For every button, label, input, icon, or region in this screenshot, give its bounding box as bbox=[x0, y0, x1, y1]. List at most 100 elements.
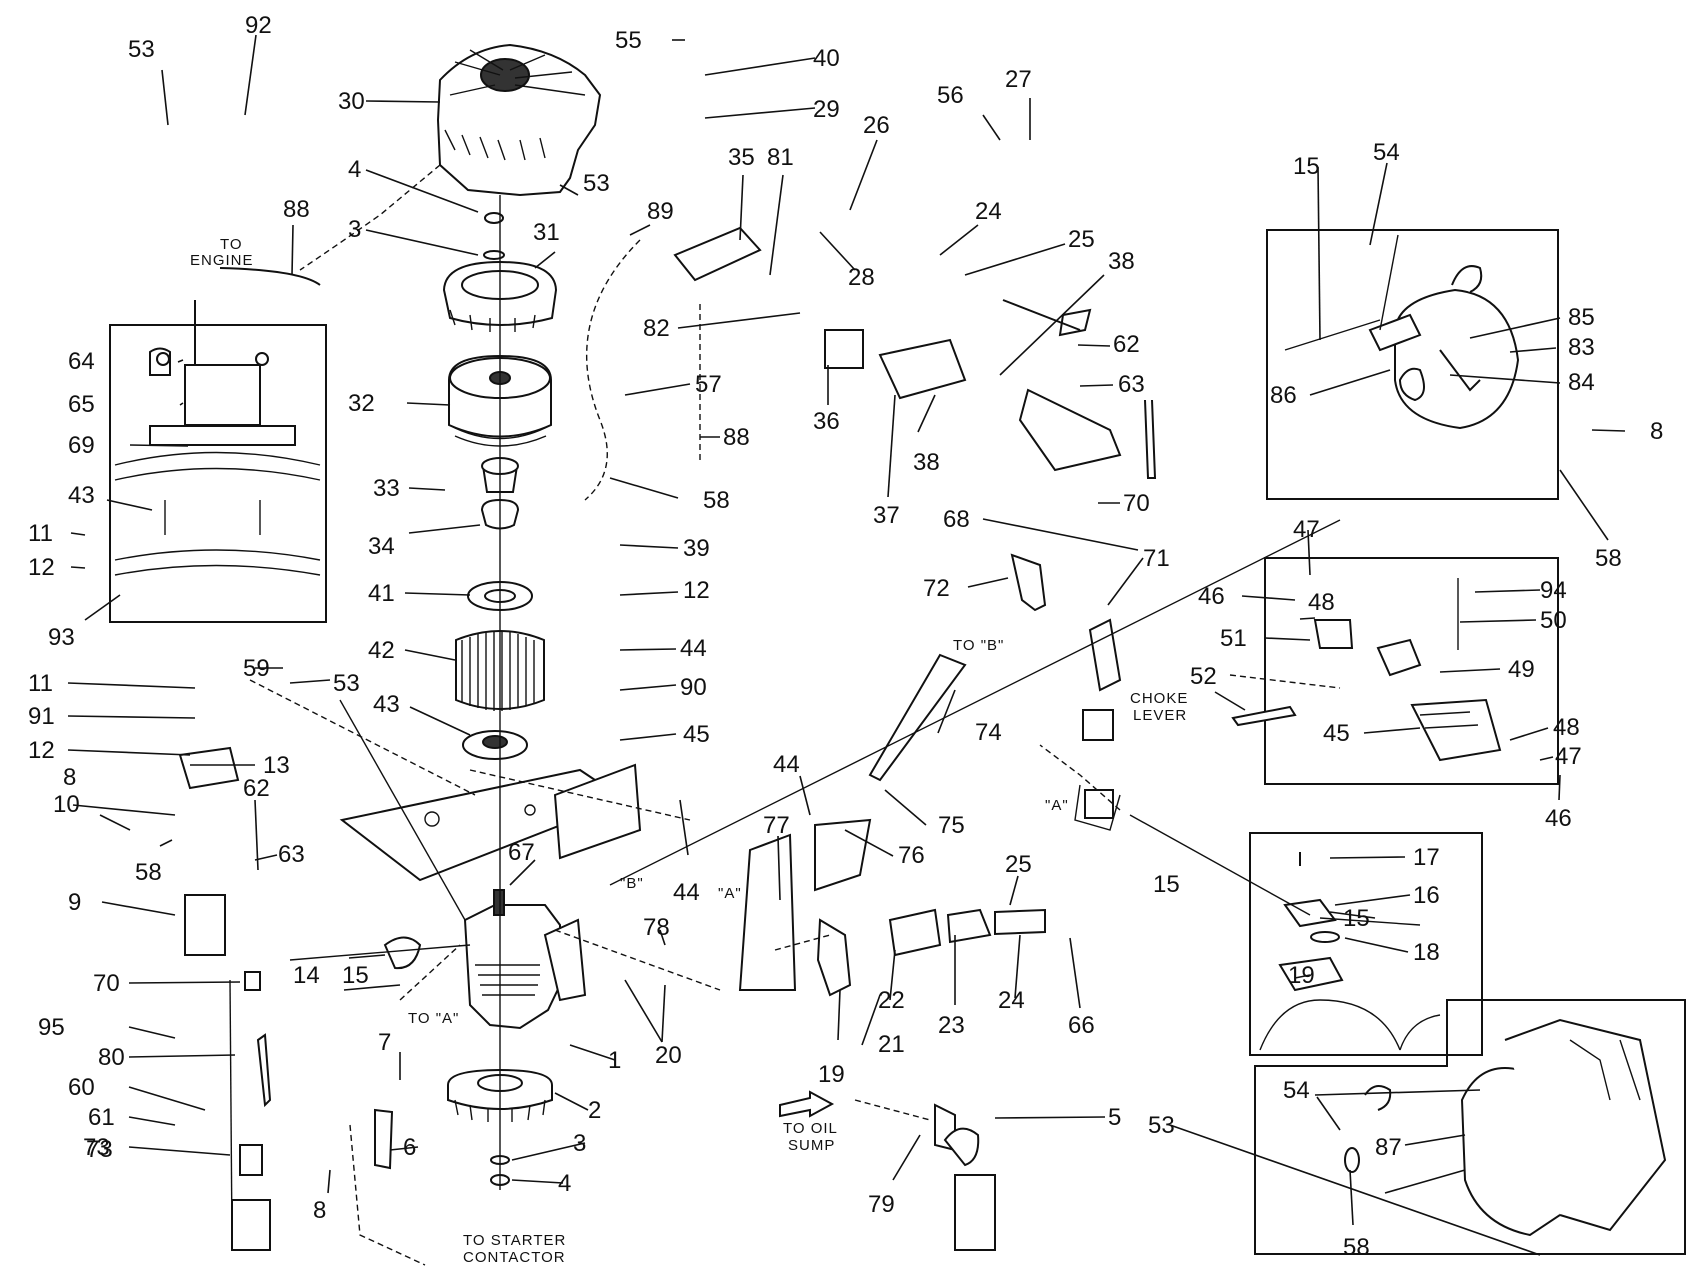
part-label: 26 bbox=[863, 112, 890, 139]
part-label: 73 bbox=[86, 1136, 113, 1163]
part-label: 86 bbox=[1270, 382, 1297, 409]
part-label: 23 bbox=[938, 1012, 965, 1039]
part-label: 28 bbox=[848, 264, 875, 291]
to-starter-contactor-line1: TO STARTER bbox=[463, 1232, 566, 1249]
part-label: 8 bbox=[63, 764, 76, 791]
part-label: 63 bbox=[278, 841, 305, 868]
part-label: 89 bbox=[647, 198, 674, 225]
to-starter-contactor-line2: CONTACTOR bbox=[463, 1249, 566, 1266]
inset-frame-top-right bbox=[1266, 229, 1559, 500]
part-label: 94 bbox=[1540, 577, 1567, 604]
inset-frame-throttle bbox=[1249, 832, 1483, 1056]
part-label: 36 bbox=[813, 408, 840, 435]
part-label: 12 bbox=[28, 554, 55, 581]
part-label: 17 bbox=[1413, 844, 1440, 871]
part-label: 32 bbox=[348, 390, 375, 417]
part-label: 67 bbox=[508, 839, 535, 866]
part-label: 20 bbox=[655, 1042, 682, 1069]
part-label: 1 bbox=[608, 1047, 621, 1074]
governor-assembly bbox=[1284, 234, 1520, 430]
part-label: 58 bbox=[1343, 1234, 1370, 1261]
part-label: 37 bbox=[873, 502, 900, 529]
part-label: 77 bbox=[763, 812, 790, 839]
part-label: 33 bbox=[373, 475, 400, 502]
part-label: 7 bbox=[378, 1029, 391, 1056]
part-label: 9 bbox=[68, 889, 81, 916]
part-label: 63 bbox=[1118, 371, 1145, 398]
part-label: 49 bbox=[1508, 656, 1535, 683]
part-label: 62 bbox=[243, 775, 270, 802]
to-engine-line1: TO bbox=[220, 236, 243, 253]
to-oil-sump-line2: SUMP bbox=[788, 1137, 835, 1154]
part-label: 75 bbox=[938, 812, 965, 839]
part-label: 58 bbox=[135, 859, 162, 886]
part-label: 48 bbox=[1308, 589, 1335, 616]
part-label: 85 bbox=[1568, 304, 1595, 331]
part-label: 66 bbox=[1068, 1012, 1095, 1039]
part-label: 50 bbox=[1540, 607, 1567, 634]
part-label: 91 bbox=[28, 703, 55, 730]
part-number-labels: 53 92 30 4 3 31 53 88 55 40 29 35 81 89 … bbox=[28, 12, 1663, 1261]
part-label: 74 bbox=[975, 719, 1002, 746]
part-label: 59 bbox=[243, 655, 270, 682]
part-label: 69 bbox=[68, 432, 95, 459]
choke-inset-parts bbox=[1231, 578, 1502, 762]
part-label: 79 bbox=[868, 1191, 895, 1218]
part-label: 10 bbox=[53, 791, 80, 818]
part-label: 90 bbox=[680, 674, 707, 701]
part-label: 56 bbox=[937, 82, 964, 109]
part-label: 78 bbox=[643, 914, 670, 941]
part-label: 68 bbox=[943, 506, 970, 533]
part-label: 15 bbox=[1343, 905, 1370, 932]
part-label: 44 bbox=[680, 635, 707, 662]
part-label: 54 bbox=[1283, 1077, 1310, 1104]
part-label: 5 bbox=[1108, 1104, 1121, 1131]
to-a-label: TO "A" bbox=[408, 1010, 459, 1027]
part-label: 29 bbox=[813, 96, 840, 123]
part-label: 19 bbox=[818, 1061, 845, 1088]
choke-lever-line1: CHOKE bbox=[1130, 690, 1188, 707]
part-label: 39 bbox=[683, 535, 710, 562]
part-label: 27 bbox=[1005, 66, 1032, 93]
part-label: 58 bbox=[703, 487, 730, 514]
part-label: 44 bbox=[673, 879, 700, 906]
left-inset-parts bbox=[114, 300, 321, 576]
a-mark-right: "A" bbox=[1045, 797, 1069, 814]
part-label: 71 bbox=[1143, 545, 1170, 572]
part-label: 53 bbox=[1148, 1112, 1175, 1139]
part-label: 76 bbox=[898, 842, 925, 869]
part-label: 45 bbox=[1323, 720, 1350, 747]
flywheel bbox=[448, 354, 552, 447]
part-label: 43 bbox=[68, 482, 95, 509]
part-label: 19 bbox=[1288, 962, 1315, 989]
long-lines bbox=[229, 519, 1421, 1241]
throttle-inset-parts bbox=[1259, 852, 1441, 1051]
linkage-parts bbox=[178, 226, 1157, 1251]
part-label: 31 bbox=[533, 219, 560, 246]
part-label: 15 bbox=[342, 962, 369, 989]
part-label: 35 bbox=[728, 144, 755, 171]
a-mark-left: "A" bbox=[718, 885, 742, 902]
part-label: 52 bbox=[1190, 663, 1217, 690]
part-label: 58 bbox=[1595, 545, 1622, 572]
part-label: 3 bbox=[573, 1130, 586, 1157]
part-label: 88 bbox=[283, 196, 310, 223]
to-b-label: TO "B" bbox=[953, 637, 1004, 654]
part-label: 41 bbox=[368, 580, 395, 607]
part-label: 11 bbox=[28, 670, 53, 697]
part-label: 81 bbox=[767, 144, 794, 171]
part-label: 65 bbox=[68, 391, 95, 418]
part-label: 15 bbox=[1153, 871, 1180, 898]
part-label: 38 bbox=[1108, 248, 1135, 275]
part-label: 83 bbox=[1568, 334, 1595, 361]
part-label: 57 bbox=[695, 371, 722, 398]
part-label: 46 bbox=[1545, 805, 1572, 832]
dashed-connectors bbox=[249, 164, 1341, 1266]
choke-lever-line2: LEVER bbox=[1133, 707, 1187, 724]
part-label: 38 bbox=[913, 449, 940, 476]
part-label: 60 bbox=[68, 1074, 95, 1101]
part-label: 8 bbox=[1650, 418, 1663, 445]
part-label: 21 bbox=[878, 1031, 905, 1058]
inset-frame-choke bbox=[1264, 557, 1559, 785]
